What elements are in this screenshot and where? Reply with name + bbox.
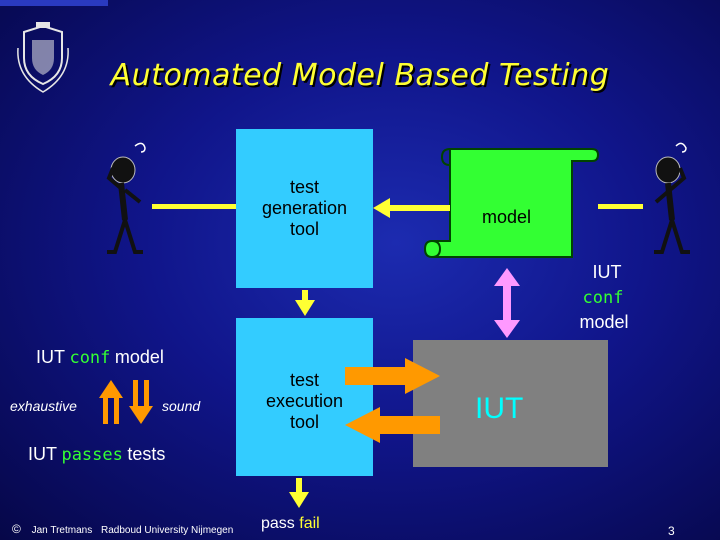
right-relation-subject: IUT <box>592 262 622 282</box>
label-line: test <box>289 370 319 390</box>
left-relation-subject: IUT <box>36 347 65 367</box>
slide-title: Automated Model Based Testing <box>110 58 610 93</box>
right-relation-keyword: conf <box>582 288 624 308</box>
passes-object: tests <box>127 444 166 464</box>
test-generation-tool-label: test generation tool <box>236 129 373 240</box>
test-execution-tool-label: test execution tool <box>236 318 373 433</box>
arrow-generation-to-execution <box>302 290 308 304</box>
sound-label: sound <box>162 398 201 414</box>
connector-line <box>598 204 643 209</box>
stick-figure-thinking-right-icon <box>654 142 690 254</box>
arrow-head <box>289 492 309 508</box>
arrow-head <box>494 268 520 286</box>
arrow-iut-to-execution <box>378 416 440 434</box>
label-line: test <box>289 177 319 197</box>
label-line: tool <box>289 219 320 239</box>
passes-statement: IUT passes tests <box>28 444 165 465</box>
verdict-pass: pass <box>261 515 295 532</box>
footer-affiliation: Radboud University Nijmegen <box>101 525 234 536</box>
top-accent-bar <box>0 0 108 6</box>
label-line: generation <box>261 198 348 218</box>
passes-subject: IUT <box>28 444 57 464</box>
stick-figure-thinking-left-icon <box>106 142 146 254</box>
university-logo-icon <box>17 22 69 93</box>
label-line: tool <box>289 412 320 432</box>
iut-box: IUT <box>413 340 608 467</box>
verdict-fail: fail <box>299 515 320 532</box>
arrow-head <box>405 358 440 394</box>
label-line: execution <box>265 391 344 411</box>
model-scroll-icon <box>423 148 600 258</box>
iut-label: IUT <box>475 392 524 425</box>
arrow-head <box>494 320 520 338</box>
footer: © Jan Tretmans Radboud University Nijmeg… <box>12 522 233 536</box>
arrow-model-to-generation <box>386 205 450 211</box>
footer-author: Jan Tretmans <box>31 525 93 536</box>
left-relation-object: model <box>114 347 164 367</box>
model-label: model <box>482 207 532 227</box>
arrow-head <box>345 407 380 443</box>
copyright-symbol: © <box>12 522 21 536</box>
connector-line <box>152 204 236 209</box>
exhaustive-label: exhaustive <box>10 398 77 414</box>
arrow-head <box>373 198 390 218</box>
passes-keyword: passes <box>61 445 123 465</box>
arrow-execution-to-verdict <box>296 478 302 494</box>
verdict: pass fail <box>261 515 320 533</box>
left-relation-keyword: conf <box>69 348 111 368</box>
left-relation: IUT conf model <box>36 347 164 368</box>
arrow-conformance <box>503 282 511 322</box>
arrow-head <box>295 300 315 316</box>
page-number: 3 <box>668 524 675 538</box>
test-generation-tool-box: test generation tool <box>236 129 373 288</box>
test-execution-tool-box: test execution tool <box>236 318 373 476</box>
implication-arrows-icon <box>99 380 153 424</box>
arrow-execution-to-iut <box>345 367 407 385</box>
right-relation-object: model <box>579 312 629 332</box>
